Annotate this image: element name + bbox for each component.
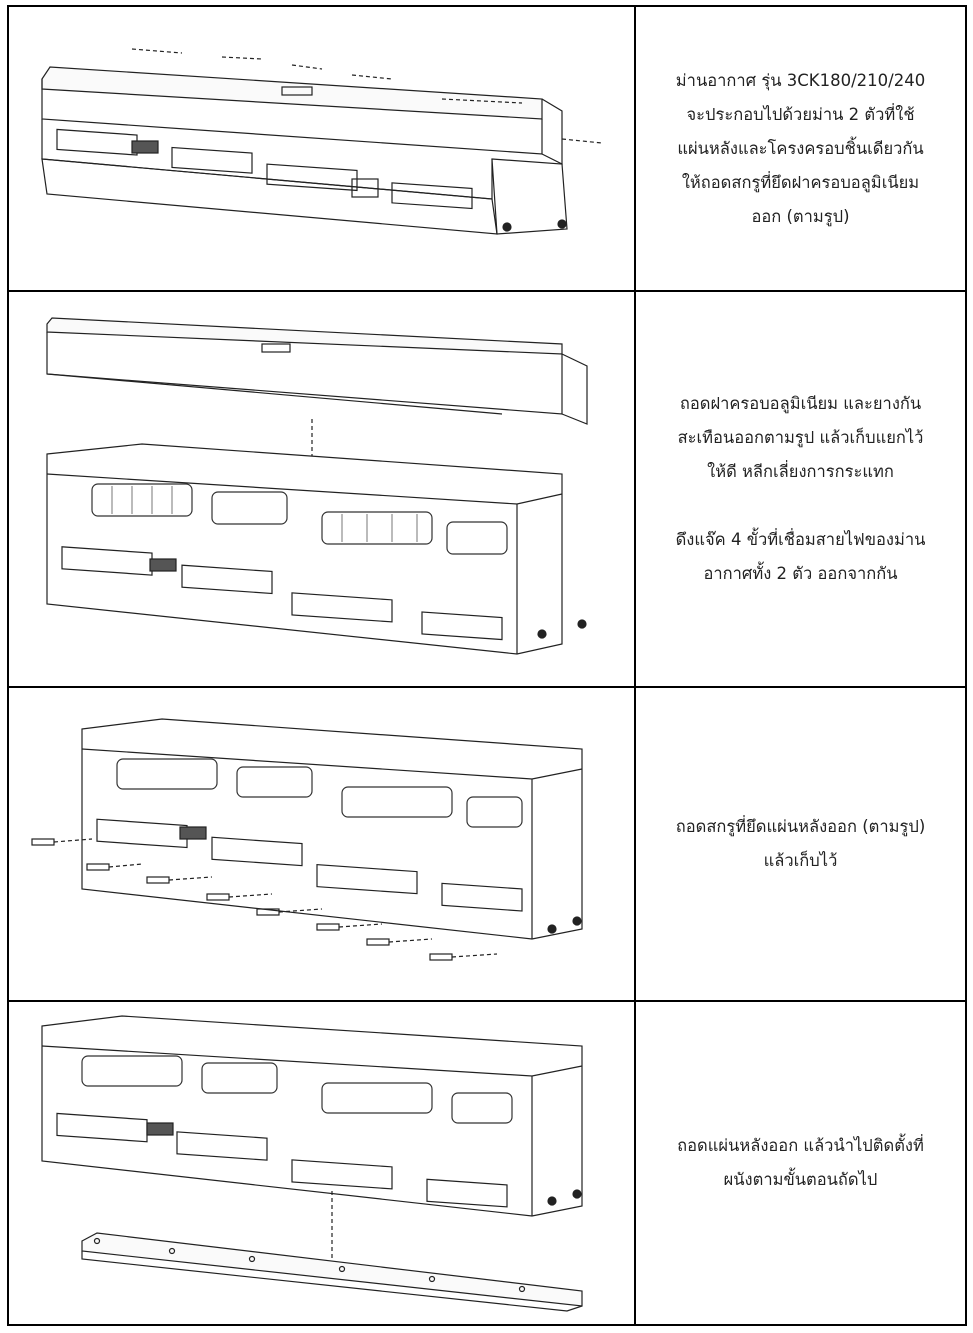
step-2-figure-cell bbox=[7, 290, 636, 688]
step-1-text: ม่านอากาศ รุ่น 3CK180/210/240 จะประกอบไป… bbox=[636, 64, 965, 234]
step-1-text-cell: ม่านอากาศ รุ่น 3CK180/210/240 จะประกอบไป… bbox=[634, 5, 967, 292]
air-curtain-top-screws-removed-illustration bbox=[40, 47, 602, 235]
step-1-line-3: แผ่นหลังและโครงครอบชิ้นเดียวกัน bbox=[677, 138, 924, 158]
step-4-text: ถอดแผ่นหลังออก แล้วนำไปติดตั้งที่ ผนังตา… bbox=[636, 1129, 965, 1197]
step-row-1: ม่านอากาศ รุ่น 3CK180/210/240 จะประกอบไป… bbox=[7, 5, 967, 292]
step-2-line-2: สะเทือนออกตามรูป แล้วเก็บแยกไว้ bbox=[677, 428, 924, 447]
air-curtain-cover-lifted-illustration bbox=[45, 317, 588, 655]
step-2-line-3: ให้ดี หลีกเลี่ยงการกระแทก bbox=[707, 462, 894, 481]
step-3-figure-cell bbox=[7, 686, 636, 1002]
step-2-line-4: ดึงแจ๊ค 4 ขั้วที่เชื่อมสายไฟของม่าน bbox=[675, 530, 926, 549]
step-row-4: ถอดแผ่นหลังออก แล้วนำไปติดตั้งที่ ผนังตา… bbox=[7, 1000, 967, 1326]
step-1-line-4: ให้ถอดสกรูที่ยึดฝาครอบอลูมิเนียม bbox=[681, 172, 920, 192]
step-row-3: ถอดสกรูที่ยึดแผ่นหลังออก (ตามรูป) แล้วเก… bbox=[7, 686, 967, 1002]
step-4-figure-cell bbox=[7, 1000, 636, 1326]
step-row-2: ถอดฝาครอบอลูมิเนียม และยางกัน สะเทือนออก… bbox=[7, 290, 967, 688]
step-1-line-5: ออก (ตามรูป) bbox=[751, 206, 850, 226]
step-2-line-1: ถอดฝาครอบอลูมิเนียม และยางกัน bbox=[679, 394, 922, 413]
step-3-text: ถอดสกรูที่ยึดแผ่นหลังออก (ตามรูป) แล้วเก… bbox=[636, 810, 965, 878]
step-4-line-1: ถอดแผ่นหลังออก แล้วนำไปติดตั้งที่ bbox=[677, 1136, 924, 1155]
step-3-line-2: แล้วเก็บไว้ bbox=[763, 851, 838, 870]
air-curtain-back-plate-removed-illustration bbox=[40, 1014, 583, 1312]
installation-steps-table: ม่านอากาศ รุ่น 3CK180/210/240 จะประกอบไป… bbox=[7, 5, 967, 1326]
step-4-line-2: ผนังตามขั้นตอนถัดไป bbox=[723, 1170, 878, 1189]
step-3-line-1: ถอดสกรูที่ยึดแผ่นหลังออก (ตามรูป) bbox=[675, 817, 926, 836]
step-2-text-cell: ถอดฝาครอบอลูมิเนียม และยางกัน สะเทือนออก… bbox=[634, 290, 967, 688]
step-1-figure-cell bbox=[7, 5, 636, 292]
step-3-text-cell: ถอดสกรูที่ยึดแผ่นหลังออก (ตามรูป) แล้วเก… bbox=[634, 686, 967, 1002]
step-2-text: ถอดฝาครอบอลูมิเนียม และยางกัน สะเทือนออก… bbox=[636, 387, 965, 591]
step-1-line-1: ม่านอากาศ รุ่น 3CK180/210/240 bbox=[675, 70, 926, 90]
step-1-line-2: จะประกอบไปด้วยม่าน 2 ตัวที่ใช้ bbox=[686, 104, 915, 124]
step-2-line-5: อากาศทั้ง 2 ตัว ออกจากกัน bbox=[703, 564, 898, 583]
step-4-text-cell: ถอดแผ่นหลังออก แล้วนำไปติดตั้งที่ ผนังตา… bbox=[634, 1000, 967, 1326]
air-curtain-back-screws-illustration bbox=[30, 718, 583, 961]
